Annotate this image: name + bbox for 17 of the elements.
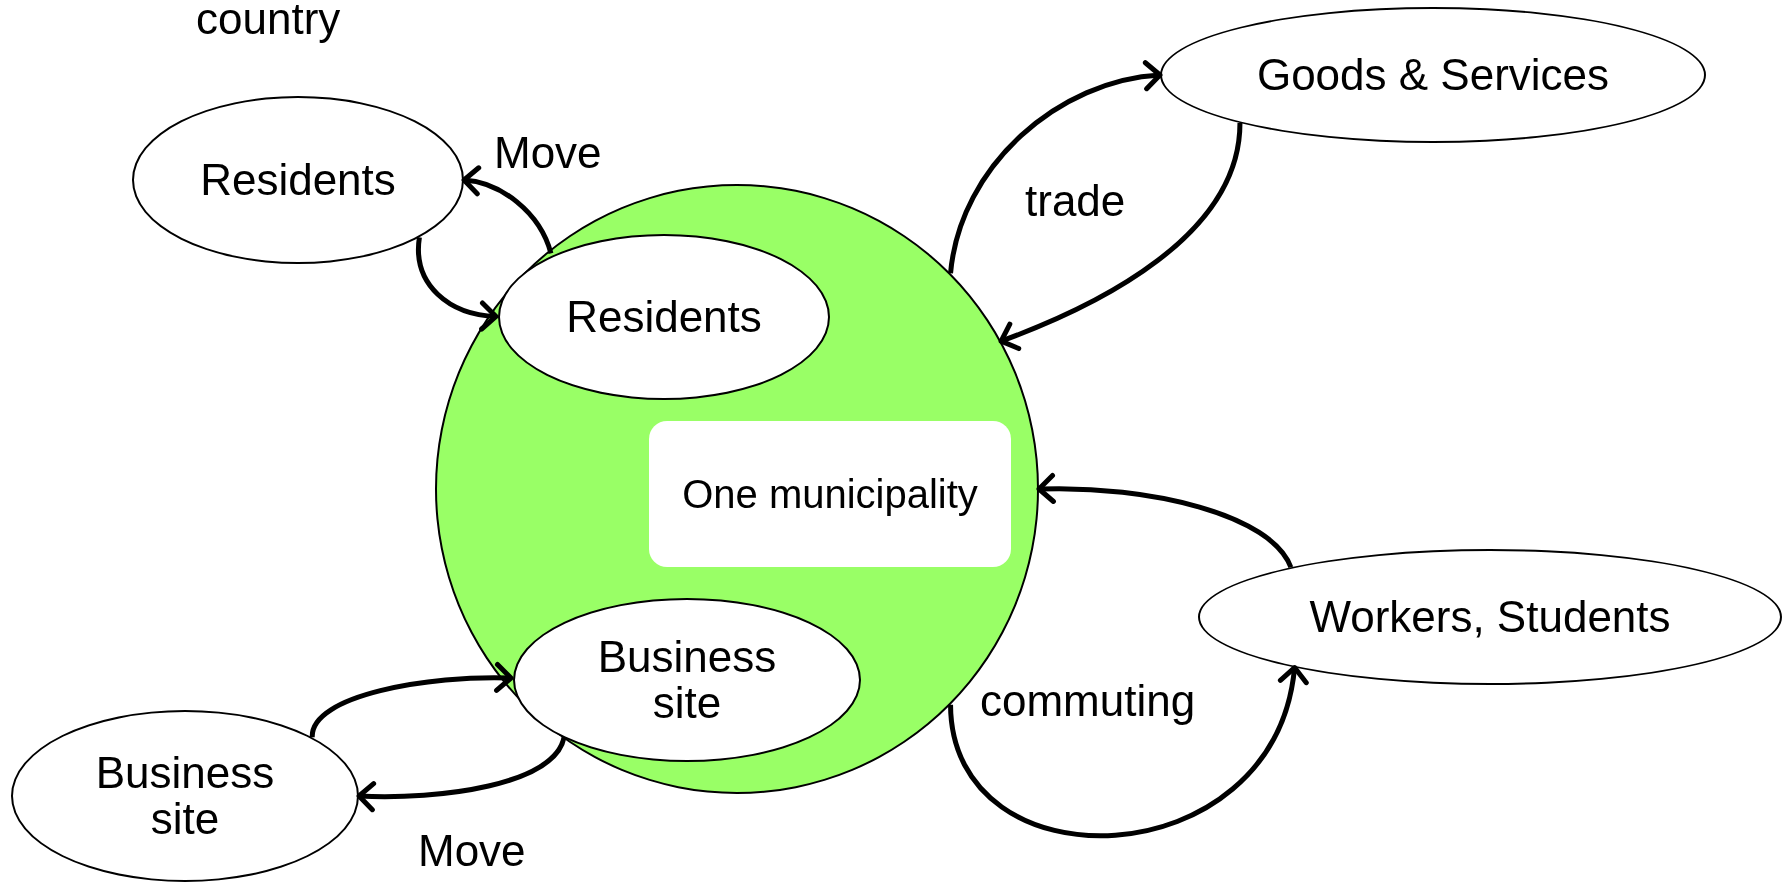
label-panel bbox=[649, 421, 1011, 567]
curved-arrow bbox=[948, 665, 1307, 838]
flow-label: trade bbox=[1025, 176, 1126, 226]
flow-label: Move bbox=[494, 128, 602, 178]
region-label: country bbox=[196, 0, 341, 44]
node-label: One municipality bbox=[682, 473, 978, 515]
node-label: Business site bbox=[94, 749, 276, 843]
node-label: Residents bbox=[200, 156, 396, 204]
node-label: Workers, Students bbox=[1309, 593, 1671, 641]
curved-arrow bbox=[998, 122, 1243, 351]
curved-arrow bbox=[416, 237, 499, 331]
curved-arrow bbox=[309, 662, 514, 738]
flow-label: commuting bbox=[980, 676, 1196, 726]
flow-label: Move bbox=[418, 826, 526, 876]
node-label: Goods & Services bbox=[1256, 51, 1610, 99]
node-label: Business site bbox=[596, 633, 778, 727]
node-label: Residents bbox=[566, 293, 762, 341]
